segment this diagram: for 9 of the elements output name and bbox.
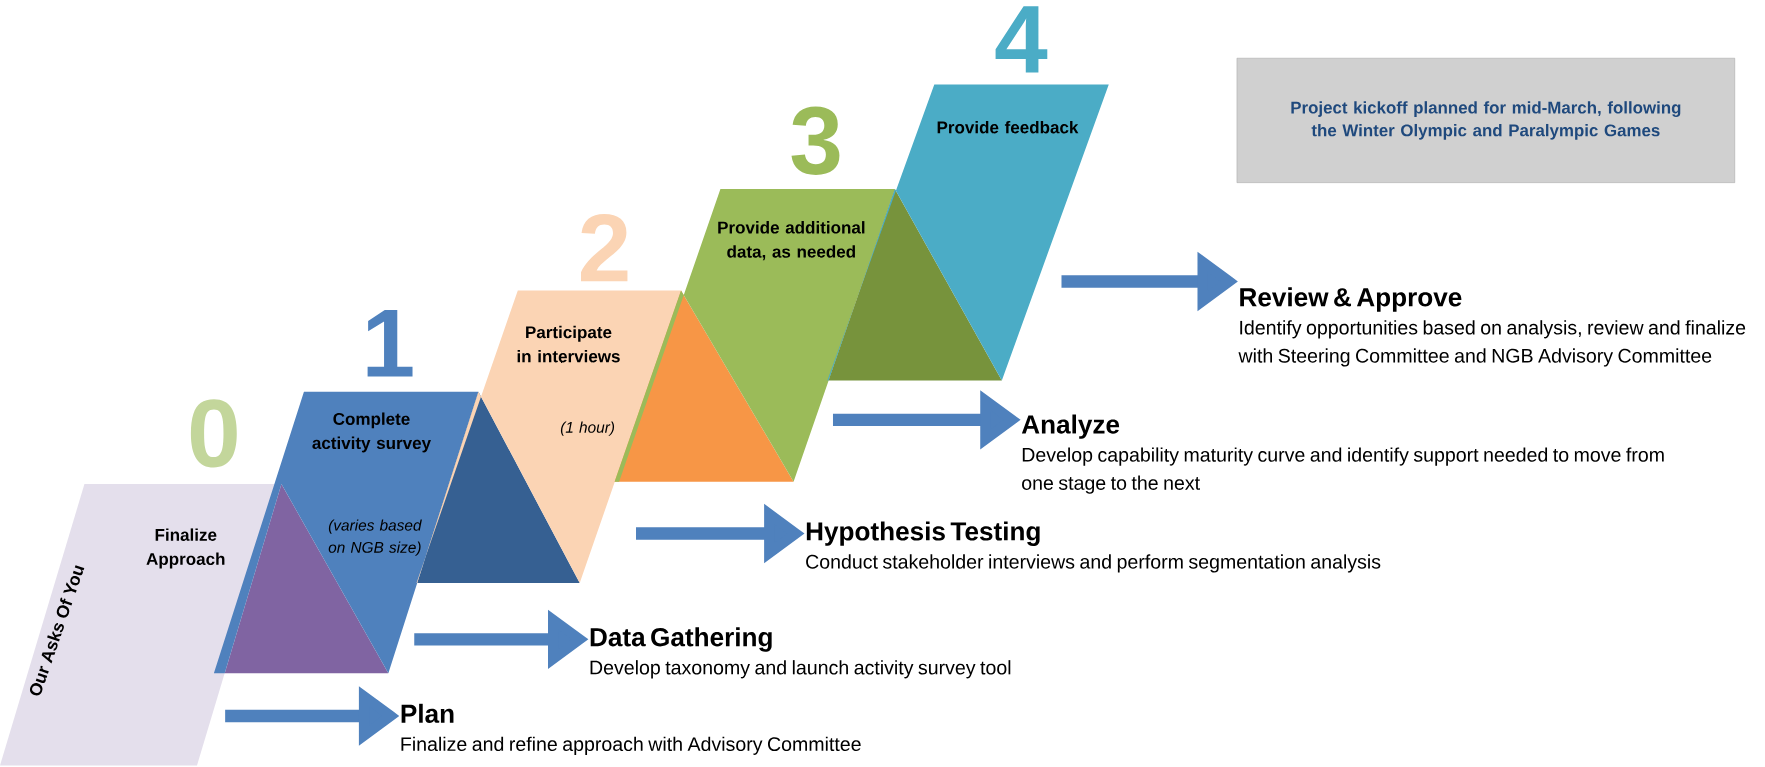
phase-description: Data Gathering Develop taxonomy and launch activity survey tool bbox=[590, 627, 1011, 679]
side-label: Our Asks Of You bbox=[29, 565, 85, 696]
phase-description: Plan Finalize and refine approach with Advisory Committee bbox=[401, 704, 861, 756]
step-number: 1 bbox=[367, 310, 413, 377]
step-number: 4 bbox=[995, 6, 1048, 73]
phase-description: Review & Approve Identify opportunities based on analysis, review and finalize with Steering Committee and NGB Advisory Committee bbox=[1238, 287, 1746, 367]
phase-description: Hypothesis Testing Conduct stakeholder interviews and perform segmentation analysis bbox=[806, 521, 1381, 573]
note-box: Project kickoff planned for mid-March, following the Winter Olympic and Paralympic Games bbox=[1236, 58, 1736, 184]
phase-description: Analyze Develop capability maturity curve and identify support needed to move from one stage to the next bbox=[1021, 414, 1664, 494]
